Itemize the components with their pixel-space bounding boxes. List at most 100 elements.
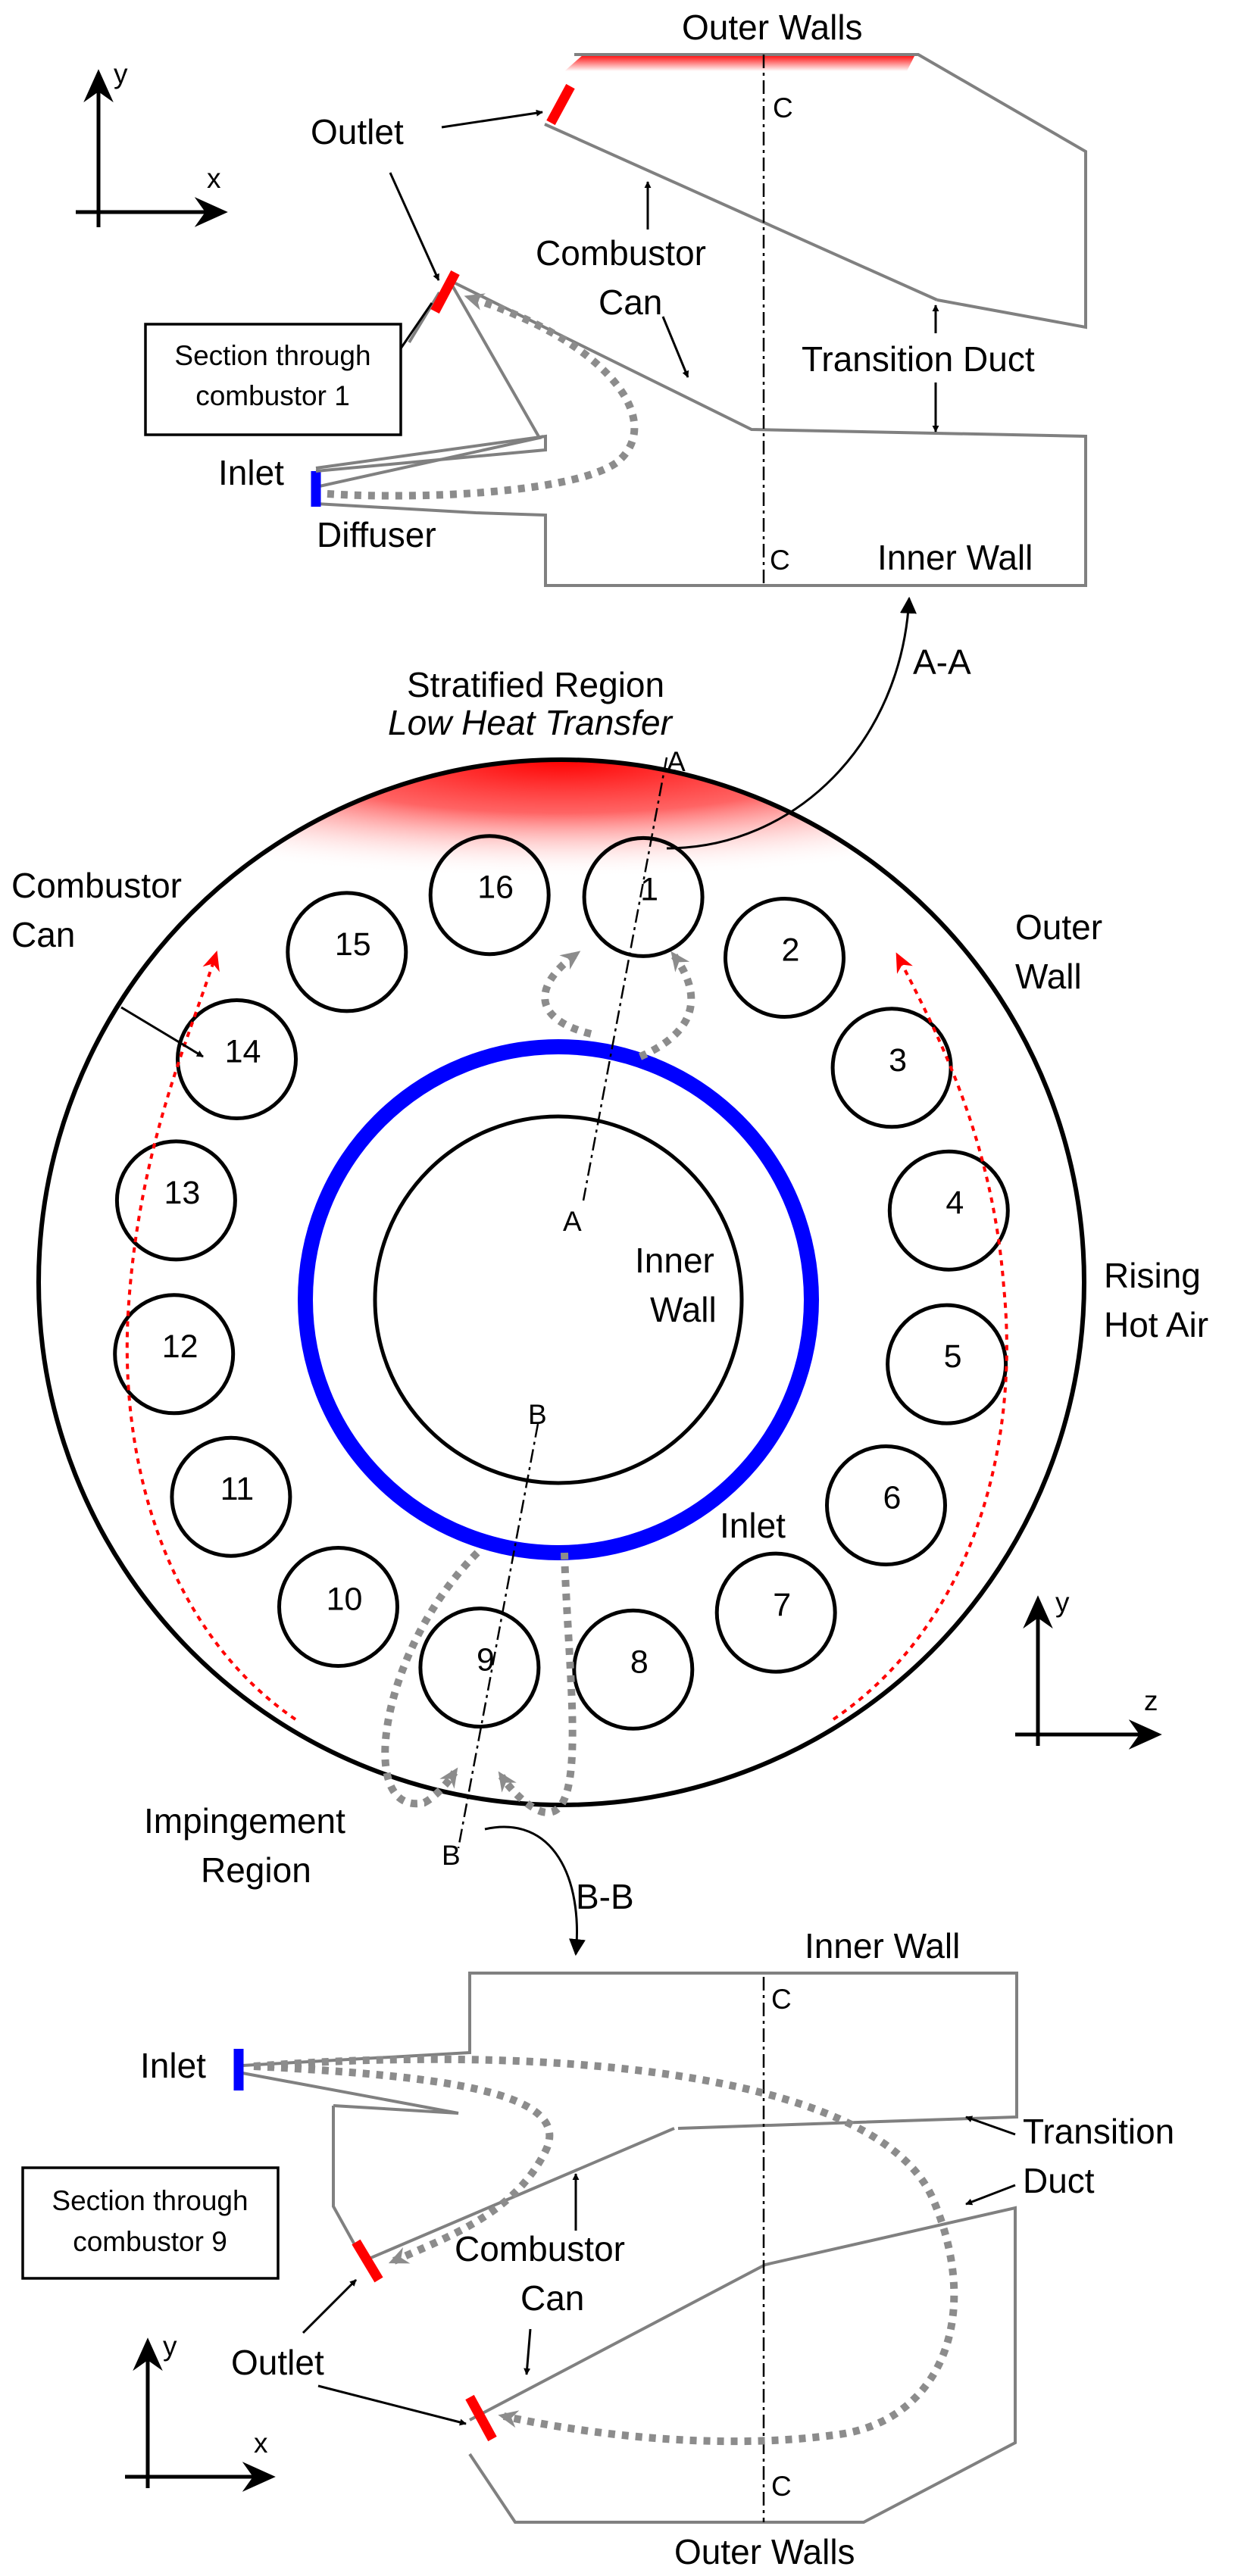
outer-wall-label-1: Outer	[1015, 907, 1102, 947]
rising-label-1: Rising	[1104, 1256, 1201, 1295]
section-box-9-text-2: combustor 9	[73, 2226, 227, 2257]
outer-wall-outline	[574, 53, 1087, 329]
combustor-can-label-1: 1	[640, 871, 658, 907]
outer-walls-bottom-label: Outer Walls	[674, 2532, 855, 2571]
combustor-can-label-15: 15	[335, 926, 371, 963]
can-callout-bottom-down	[524, 2328, 532, 2375]
low-heat-label: Low Heat Transfer	[388, 703, 674, 742]
combustor-can-mid-label-2: Can	[11, 915, 75, 954]
combustor-can-8	[572, 1608, 695, 1731]
outer-wall-circle	[36, 757, 1086, 1807]
section-ref-bb: B-B	[576, 1877, 634, 1916]
diffuser-upper-edge	[315, 434, 547, 473]
flow-path-bottom-inner	[253, 2062, 554, 2265]
axis-y-label-mid: y	[1055, 1587, 1070, 1618]
combustor-can-label-2: 2	[782, 932, 800, 969]
inner-wall-label-1: Inner	[635, 1241, 714, 1280]
flow-path-bottom-outer	[253, 2055, 958, 2446]
axis-y-label-bottom: y	[163, 2331, 177, 2362]
combustor-can-5	[886, 1303, 1008, 1425]
combustor-can-7	[714, 1551, 837, 1674]
diffuser-label: Diffuser	[317, 515, 436, 554]
flow-to-can-1-right	[638, 951, 695, 1060]
c-bottom-bottom-label: C	[771, 2471, 792, 2502]
combustor-can-15	[286, 891, 408, 1013]
section-box-leader	[399, 302, 433, 349]
combustor-can-callout	[120, 1006, 204, 1058]
stratified-hot-zone	[39, 760, 1084, 957]
section-ref-aa: A-A	[913, 642, 971, 682]
outer-wall-label-2: Wall	[1015, 957, 1082, 996]
combustor-can-10	[277, 1546, 399, 1668]
transition-bottom-label-2: Duct	[1023, 2161, 1095, 2200]
combustor-can-label-11: 11	[220, 1471, 255, 1507]
transition-callout-bottom-2	[965, 2184, 1016, 2206]
section-box-text-2: combustor 1	[195, 380, 350, 411]
combustor-can-13	[114, 1139, 237, 1262]
stratified-label: Stratified Region	[407, 665, 664, 704]
section-box-combustor-1	[144, 323, 402, 436]
rising-label-2: Hot Air	[1104, 1305, 1208, 1344]
outlet-callout-bottom-lower	[317, 2384, 467, 2426]
combustor-can-12	[113, 1293, 236, 1416]
point-a-top: A	[667, 746, 686, 777]
combustor-can-11	[170, 1435, 292, 1558]
transition-callout-bottom-1	[965, 2115, 1016, 2136]
combustor-can-label-12: 12	[162, 1329, 198, 1365]
transition-bottom-label-1: Transition	[1023, 2112, 1174, 2151]
section-line-b	[457, 1423, 539, 1849]
flow-to-can-9-left	[381, 1550, 480, 1808]
axis-x-label-bottom: x	[254, 2428, 268, 2459]
section-box-9-text-1: Section through	[52, 2185, 248, 2216]
section-box-text-1: Section through	[174, 340, 370, 371]
can-callout-down	[661, 316, 689, 378]
inlet-ring	[298, 1039, 819, 1560]
combustor-can-label-4: 4	[946, 1185, 964, 1221]
outlet-bottom-label: Outlet	[231, 2343, 324, 2382]
inner-wall-outline-bottom	[242, 1972, 1018, 2130]
flow-to-can-9-right	[498, 1552, 577, 1816]
point-a-center: A	[563, 1206, 582, 1237]
can-liner-bottom-upper	[332, 2106, 675, 2263]
combustor-can-label-16: 16	[477, 870, 514, 906]
c-top-bottom-label: C	[771, 1984, 792, 2015]
combustor-can-bottom-label-2: Can	[520, 2278, 584, 2318]
combustor-can-label-14: 14	[225, 1034, 261, 1070]
combustor-can-4	[887, 1149, 1010, 1272]
flow-path-top	[327, 293, 639, 500]
combustor-can-14	[176, 998, 298, 1120]
c-bottom-label: C	[770, 545, 790, 576]
combustor-can-label-3: 3	[889, 1042, 907, 1079]
point-b-bottom: B	[442, 1840, 461, 1871]
can-lower-edge	[408, 291, 441, 344]
c-top-label: C	[773, 92, 793, 123]
inner-wall-bottom-label: Inner Wall	[805, 1926, 960, 1966]
section-b-b: Section through combustor 9 Inner Wall I…	[21, 1926, 1174, 2571]
combustor-can-label-2: Can	[599, 283, 662, 322]
outlet-upper-marker	[546, 83, 575, 126]
section-box-combustor-9	[21, 2166, 280, 2280]
combustor-can-label-7: 7	[773, 1587, 791, 1623]
combustor-can-label-8: 8	[630, 1644, 649, 1680]
axis-x-label-top: x	[207, 163, 221, 194]
combustor-liner-upper	[544, 123, 938, 301]
combustor-can-1	[582, 835, 705, 958]
combustor-can-label-10: 10	[327, 1582, 363, 1618]
can-liner-bottom-lower	[468, 2206, 1017, 2524]
rising-air-right	[832, 952, 1008, 1721]
section-a-a-callout	[666, 596, 917, 850]
impingement-label-2: Region	[201, 1850, 311, 1890]
inlet-label: Inlet	[218, 453, 284, 492]
transition-duct-label: Transition Duct	[802, 339, 1035, 379]
axis-z-label-mid: z	[1144, 1685, 1158, 1716]
point-b-center: B	[528, 1399, 547, 1430]
axis-y-label-top: y	[114, 58, 128, 89]
impingement-label-1: Impingement	[144, 1801, 345, 1841]
combustor-can-label-1: Combustor	[536, 233, 706, 273]
inlet-mid-label: Inlet	[720, 1506, 786, 1545]
combustor-can-2	[724, 897, 845, 1019]
outlet-label: Outlet	[311, 112, 404, 151]
